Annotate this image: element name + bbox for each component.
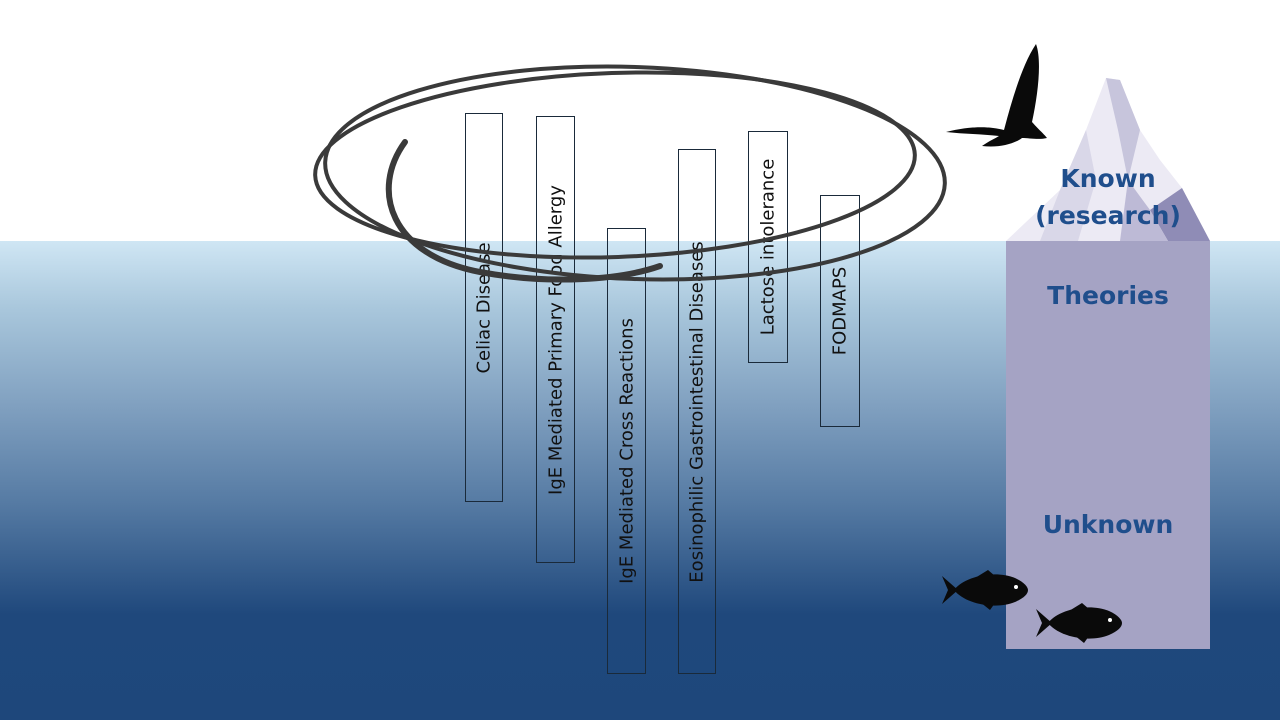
iceberg-body — [1006, 241, 1210, 649]
column-ige-primary-food-allergy: IgE Mediated Primary Food Allergy — [536, 116, 575, 563]
unknown-label-text: Unknown — [1042, 510, 1174, 539]
column-eosinophilic-gi-diseases: Eosinophilic Gastrointestinal Diseases — [678, 149, 716, 674]
fish-icon — [942, 570, 1028, 610]
theories-label-text: Theories — [1047, 281, 1169, 310]
iceberg-peak — [1006, 78, 1210, 241]
swirl-icon — [313, 64, 947, 283]
bird-icon — [946, 44, 1047, 147]
fish-icon — [1036, 603, 1122, 643]
theories-label: Theories — [1006, 277, 1210, 314]
column-celiac-disease: Celiac Disease — [465, 113, 503, 502]
column-lactose-intolerance: Lactose intolerance — [748, 131, 788, 363]
column-label: IgE Mediated Cross Reactions — [616, 318, 637, 584]
column-ige-cross-reactions: IgE Mediated Cross Reactions — [607, 228, 646, 674]
known-label: Known (research) — [1006, 160, 1210, 234]
column-fodmaps: FODMAPS — [820, 195, 860, 427]
known-label-text: Known (research) — [1035, 164, 1181, 230]
unknown-label: Unknown — [1006, 506, 1210, 543]
